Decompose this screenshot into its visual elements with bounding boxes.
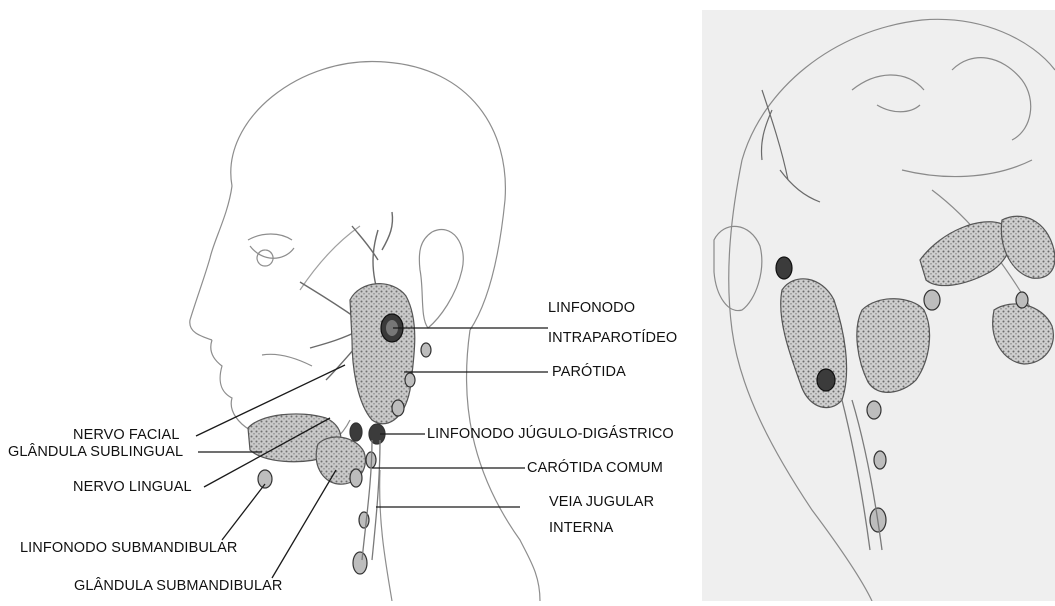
- parotid-gland-shape: [350, 284, 415, 424]
- label-glandula-sublingual: GLÂNDULA SUBLINGUAL: [8, 444, 183, 461]
- label-linfonodo-submandibular: LINFONODO SUBMANDIBULAR: [20, 540, 237, 557]
- label-carotida-comum: CARÓTIDA COMUM: [527, 460, 663, 477]
- head-tilted-illustration: [702, 10, 1055, 601]
- label-linfonodo-jugulo-digastrico: LINFONODO JÚGULO-DIGÁSTRICO: [427, 426, 674, 443]
- label-linfonodo-intraparotideo-line2: INTRAPAROTÍDEO: [548, 330, 677, 347]
- label-parotida: PARÓTIDA: [552, 364, 626, 381]
- label-linfonodo-intraparotideo-line1: LINFONODO: [548, 300, 635, 317]
- label-veia-jugular-interna-line1: VEIA JUGULAR: [549, 494, 654, 511]
- label-veia-jugular-interna-line2: INTERNA: [549, 520, 613, 537]
- label-nervo-facial: NERVO FACIAL: [73, 427, 180, 444]
- head-tilted-illustration-panel: [702, 10, 1055, 601]
- label-nervo-lingual: NERVO LINGUAL: [73, 479, 192, 496]
- label-glandula-submandibular: GLÂNDULA SUBMANDIBULAR: [74, 578, 282, 595]
